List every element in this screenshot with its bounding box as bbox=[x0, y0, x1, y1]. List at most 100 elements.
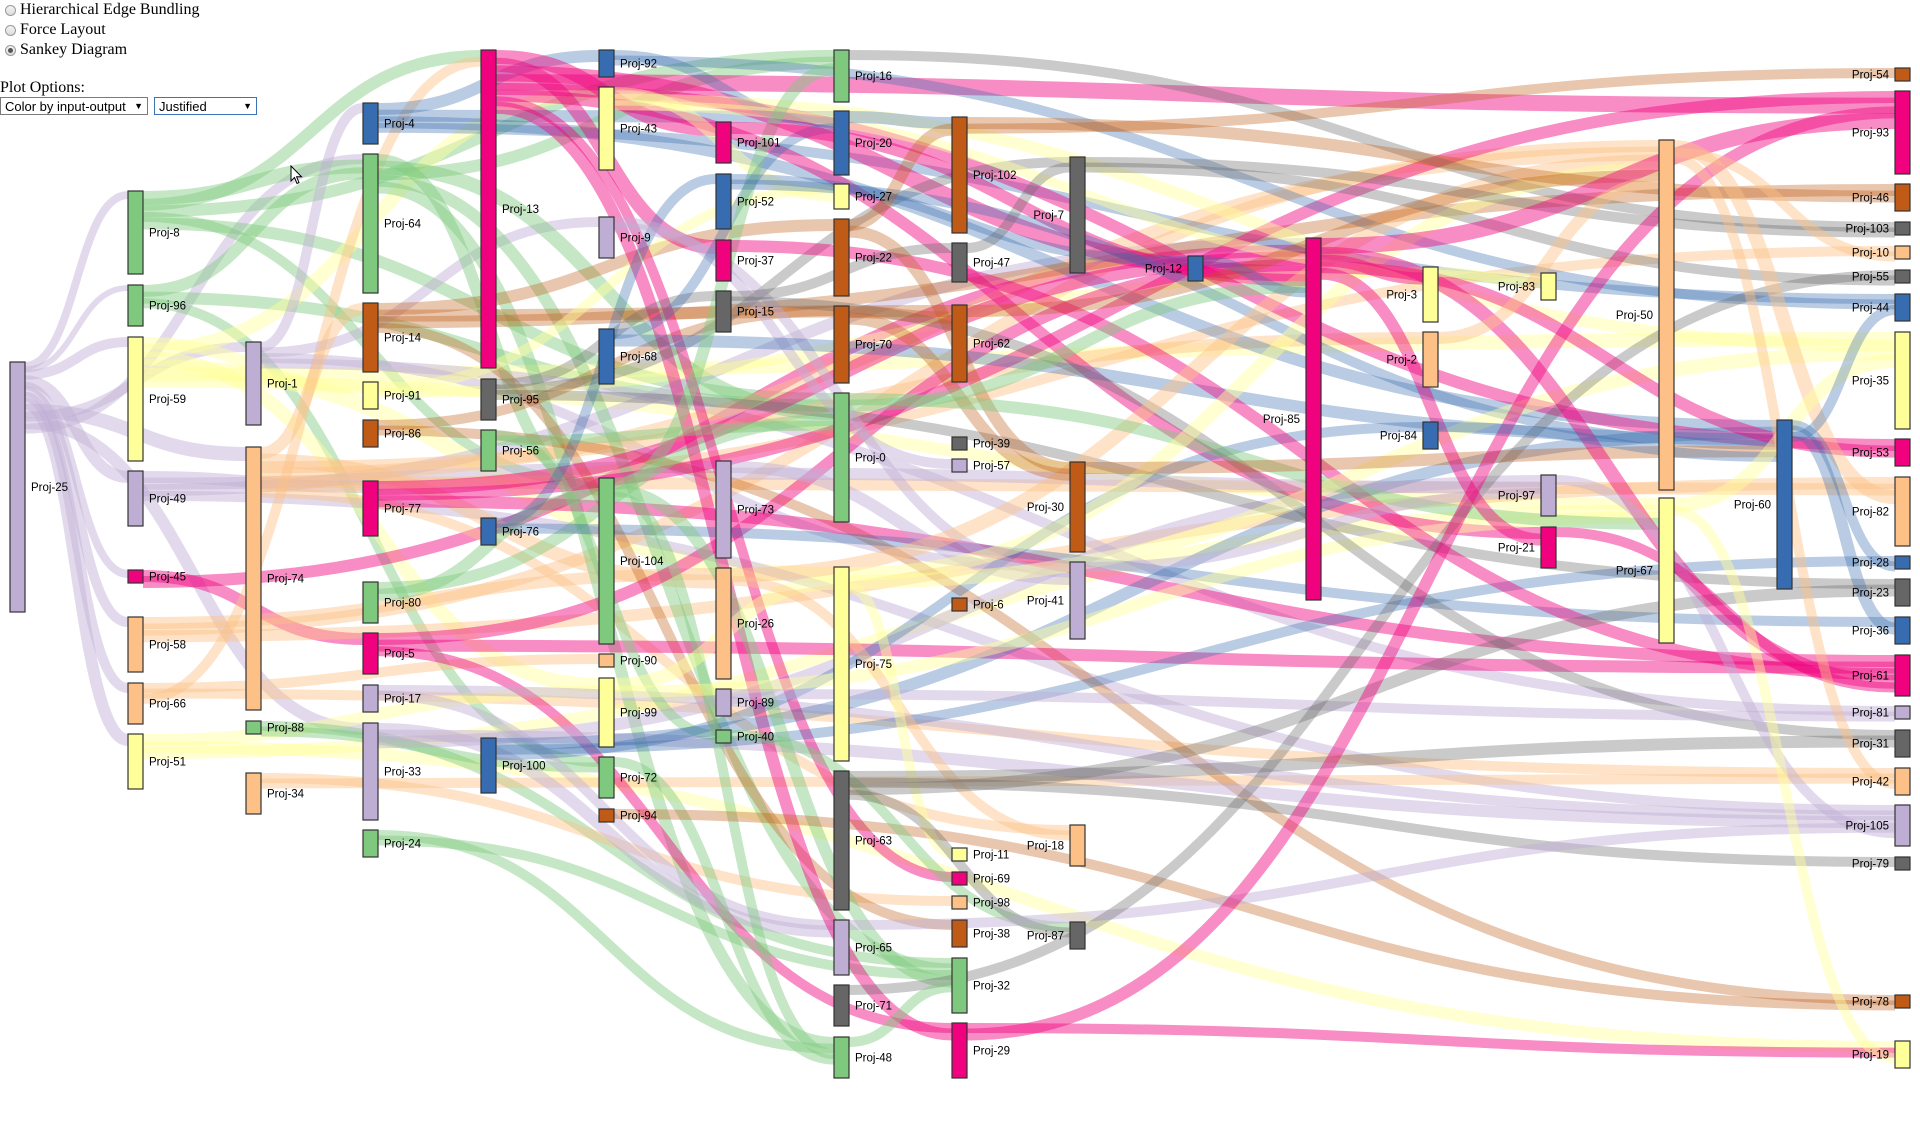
sankey-link[interactable] bbox=[730, 179, 1778, 450]
sankey-link[interactable] bbox=[730, 730, 1071, 932]
sankey-node[interactable]: Proj-9 bbox=[598, 216, 651, 259]
node-rect[interactable] bbox=[1776, 419, 1793, 590]
sankey-link[interactable] bbox=[23, 386, 130, 627]
node-rect[interactable] bbox=[127, 470, 144, 527]
node-rect[interactable] bbox=[1540, 272, 1557, 301]
node-rect[interactable] bbox=[715, 688, 732, 717]
node-rect[interactable] bbox=[480, 49, 497, 369]
sankey-link[interactable] bbox=[848, 312, 1071, 481]
node-rect[interactable] bbox=[1894, 616, 1911, 645]
sankey-node[interactable]: Proj-90 bbox=[598, 653, 657, 668]
sankey-node[interactable]: Proj-61 bbox=[1852, 654, 1911, 697]
node-rect[interactable] bbox=[598, 677, 615, 748]
sankey-link[interactable] bbox=[142, 167, 364, 297]
sankey-node[interactable]: Proj-47 bbox=[951, 242, 1010, 283]
sankey-node[interactable]: Proj-88 bbox=[245, 720, 304, 735]
sankey-node[interactable]: Proj-40 bbox=[715, 729, 774, 744]
node-rect[interactable] bbox=[1894, 183, 1911, 212]
sankey-node[interactable]: Proj-78 bbox=[1852, 994, 1911, 1009]
node-rect[interactable] bbox=[715, 121, 732, 164]
node-rect[interactable] bbox=[362, 480, 379, 537]
sankey-node[interactable]: Proj-2 bbox=[1386, 331, 1439, 388]
sankey-node[interactable]: Proj-6 bbox=[951, 597, 1004, 612]
sankey-link[interactable] bbox=[966, 106, 1896, 1041]
sankey-node[interactable]: Proj-68 bbox=[598, 328, 657, 385]
node-rect[interactable] bbox=[1540, 526, 1557, 569]
sankey-link[interactable] bbox=[259, 103, 365, 352]
sankey-link[interactable] bbox=[613, 123, 835, 339]
sankey-link[interactable] bbox=[613, 491, 835, 1060]
sankey-node[interactable]: Proj-34 bbox=[245, 772, 305, 815]
node-rect[interactable] bbox=[715, 290, 732, 333]
sankey-node[interactable]: Proj-89 bbox=[715, 688, 774, 717]
sankey-link[interactable] bbox=[377, 425, 1896, 1005]
sankey-node[interactable]: Proj-69 bbox=[951, 871, 1010, 886]
radio-button[interactable] bbox=[5, 24, 16, 36]
sankey-node[interactable]: Proj-28 bbox=[1852, 555, 1911, 570]
sankey-node[interactable]: Proj-35 bbox=[1852, 331, 1911, 430]
sankey-node[interactable]: Proj-53 bbox=[1852, 438, 1911, 467]
sankey-link[interactable] bbox=[848, 777, 1896, 867]
sankey-link[interactable] bbox=[1437, 176, 1660, 344]
node-rect[interactable] bbox=[1069, 156, 1086, 274]
node-rect[interactable] bbox=[362, 684, 379, 713]
sankey-node[interactable]: Proj-76 bbox=[480, 517, 539, 546]
sankey-node[interactable]: Proj-36 bbox=[1852, 616, 1911, 645]
node-rect[interactable] bbox=[1540, 474, 1557, 517]
node-rect[interactable] bbox=[480, 517, 497, 546]
sankey-link[interactable] bbox=[1202, 256, 1307, 298]
sankey-node[interactable]: Proj-52 bbox=[715, 173, 774, 230]
sankey-link[interactable] bbox=[1555, 475, 1896, 839]
sankey-link[interactable] bbox=[1791, 420, 1896, 572]
sankey-link[interactable] bbox=[260, 726, 600, 773]
sankey-link[interactable] bbox=[377, 184, 1896, 329]
sankey-link[interactable] bbox=[848, 306, 953, 324]
sankey-link[interactable] bbox=[966, 68, 1896, 134]
sankey-node[interactable]: Proj-43 bbox=[598, 86, 657, 171]
node-rect[interactable] bbox=[1187, 255, 1204, 282]
sankey-link[interactable] bbox=[377, 122, 1896, 304]
sankey-node[interactable]: Proj-27 bbox=[833, 183, 892, 210]
sankey-link[interactable] bbox=[613, 93, 1896, 352]
node-rect[interactable] bbox=[127, 682, 144, 725]
node-rect[interactable] bbox=[1894, 438, 1911, 467]
alignment-select[interactable]: Justified ▼ bbox=[154, 97, 257, 115]
sankey-link[interactable] bbox=[848, 280, 1307, 412]
node-rect[interactable] bbox=[1894, 856, 1911, 871]
sankey-link[interactable] bbox=[377, 219, 835, 315]
node-rect[interactable] bbox=[127, 190, 144, 275]
sankey-node[interactable]: Proj-83 bbox=[1498, 272, 1557, 301]
sankey-link[interactable] bbox=[966, 1023, 1896, 1058]
node-rect[interactable] bbox=[1422, 421, 1439, 450]
node-rect[interactable] bbox=[1894, 654, 1911, 697]
sankey-node[interactable]: Proj-31 bbox=[1852, 729, 1911, 758]
sankey-node[interactable]: Proj-23 bbox=[1852, 578, 1911, 607]
node-rect[interactable] bbox=[1894, 994, 1911, 1009]
sankey-link[interactable] bbox=[1673, 147, 1896, 262]
node-rect[interactable] bbox=[833, 566, 850, 762]
sankey-node[interactable]: Proj-19 bbox=[1852, 1040, 1911, 1069]
node-rect[interactable] bbox=[833, 919, 850, 976]
sankey-link[interactable] bbox=[848, 162, 1660, 581]
sankey-link[interactable] bbox=[966, 162, 1071, 253]
sankey-node[interactable]: Proj-15 bbox=[715, 290, 774, 333]
node-rect[interactable] bbox=[1894, 331, 1911, 430]
radio-hierarchical-edge-bundling[interactable]: Hierarchical Edge Bundling bbox=[0, 0, 200, 20]
sankey-node[interactable]: Proj-105 bbox=[1846, 804, 1911, 847]
sankey-node[interactable]: Proj-48 bbox=[833, 1036, 892, 1079]
sankey-link[interactable] bbox=[495, 523, 1896, 627]
node-rect[interactable] bbox=[127, 569, 144, 584]
sankey-node[interactable]: Proj-96 bbox=[127, 284, 186, 327]
node-rect[interactable] bbox=[833, 110, 850, 176]
sankey-node[interactable]: Proj-91 bbox=[362, 381, 421, 410]
sankey-link[interactable] bbox=[377, 729, 1896, 828]
node-rect[interactable] bbox=[1894, 293, 1911, 322]
sankey-link[interactable] bbox=[142, 56, 482, 704]
sankey-link[interactable] bbox=[848, 346, 1896, 589]
sankey-link[interactable] bbox=[24, 154, 364, 434]
sankey-node[interactable]: Proj-86 bbox=[362, 419, 421, 448]
sankey-link[interactable] bbox=[377, 267, 1424, 398]
sankey-link[interactable] bbox=[730, 467, 1542, 494]
radio-sankey-diagram[interactable]: Sankey Diagram bbox=[0, 40, 200, 60]
node-rect[interactable] bbox=[951, 919, 968, 948]
